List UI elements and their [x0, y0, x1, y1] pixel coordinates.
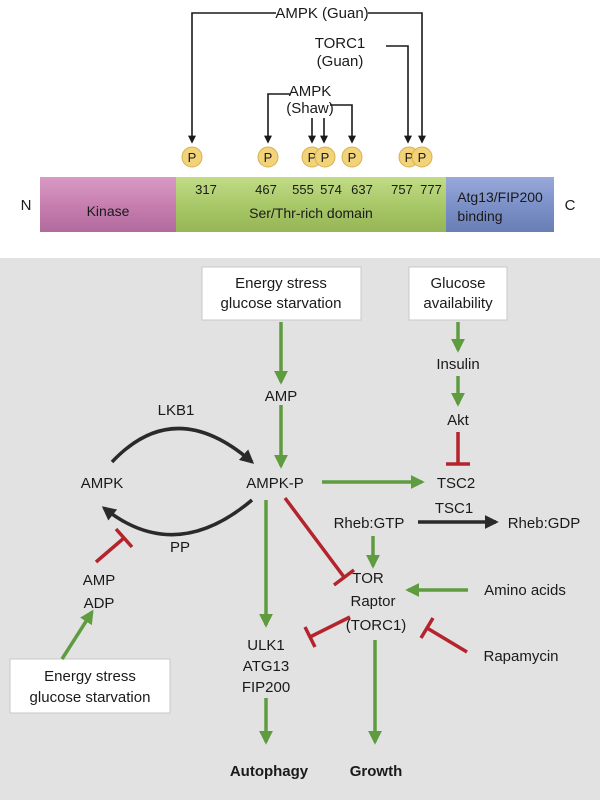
tsc2-label: TSC2: [437, 475, 475, 492]
ser-thr-domain-label: Ser/Thr-rich domain: [249, 205, 373, 221]
insulin-label: Insulin: [436, 356, 479, 373]
rheb-gtp-label: Rheb:GTP: [334, 515, 405, 532]
n-terminus-label: N: [21, 197, 32, 214]
amino-acids-label: Amino acids: [484, 582, 566, 599]
glucose-availability-box: [408, 266, 508, 321]
kinase-domain-label: Kinase: [87, 203, 130, 219]
tor-label: TOR: [352, 570, 384, 587]
rapamycin-inhibits-torc1: [419, 617, 468, 654]
kinase-domain: [40, 177, 176, 232]
atg13-label: ATG13: [243, 658, 289, 675]
phospho-site-777: P: [411, 146, 433, 168]
amp-adp-inhibits-pp: [94, 527, 134, 564]
ser-thr-rich-domain: [176, 177, 446, 232]
energy-bottom-to-amp-arrow: [60, 609, 94, 660]
phospho-label: P: [348, 150, 357, 165]
site-number: 637: [351, 182, 373, 197]
fip200-label: FIP200: [242, 679, 290, 696]
protein-domain-panel: AMPK (Guan) TORC1 (Guan) AMPK (Shaw) P P…: [21, 5, 576, 232]
torc1-guan-label-line1: TORC1: [315, 35, 366, 52]
phospho-label: P: [188, 150, 197, 165]
pp-arc-arrow: [101, 498, 254, 537]
phospho-label: P: [405, 150, 414, 165]
phospho-site-574: P: [314, 146, 336, 168]
energy-stress-top-line1: Energy stress: [235, 275, 327, 292]
torc1-guan-connector: [386, 45, 412, 144]
autophagy-label: Autophagy: [230, 763, 309, 780]
pp-label: PP: [170, 539, 190, 556]
binding-domain-label-line2: binding: [457, 208, 502, 224]
atg13-fip200-binding-domain: [446, 177, 554, 232]
site-number: 317: [195, 182, 217, 197]
c-terminus-label: C: [565, 197, 576, 214]
torc1-label: (TORC1): [346, 617, 407, 634]
akt-inhibits-tsc2: [446, 432, 470, 466]
ampk-guan-connectors: [188, 12, 426, 144]
lkb1-arc-arrow: [110, 426, 255, 464]
ampk-label: AMPK: [81, 475, 124, 492]
phospho-label: P: [308, 150, 317, 165]
site-number: 574: [320, 182, 342, 197]
raptor-label: Raptor: [350, 593, 395, 610]
ampk-shaw-label-line2: (Shaw): [286, 100, 334, 117]
amp-label: AMP: [265, 388, 298, 405]
glucose-availability-line2: availability: [423, 295, 493, 312]
phospho-site-637: P: [341, 146, 363, 168]
energy-stress-top-box: [201, 266, 362, 321]
amp-left-label: AMP: [83, 572, 116, 589]
site-number: 555: [292, 182, 314, 197]
site-number: 467: [255, 182, 277, 197]
ampkp-inhibits-tor: [283, 496, 356, 587]
pathway-panel: Energy stress glucose starvation Glucose…: [0, 258, 600, 800]
binding-domain-label-line1: Atg13/FIP200: [457, 189, 543, 205]
akt-label: Akt: [447, 412, 470, 429]
rheb-gdp-label: Rheb:GDP: [508, 515, 581, 532]
energy-stress-bottom-line1: Energy stress: [44, 668, 136, 685]
activation-arrows: [60, 322, 468, 745]
adp-left-label: ADP: [84, 595, 115, 612]
energy-stress-top-line2: glucose starvation: [221, 295, 342, 312]
torc1-guan-label-line2: (Guan): [317, 53, 364, 70]
inhibition-lines: [94, 432, 470, 654]
energy-stress-bottom-box: [9, 658, 171, 714]
torc1-inhibits-ulk1: [303, 615, 351, 648]
phospho-site-467: P: [257, 146, 279, 168]
phospho-site-317: P: [181, 146, 203, 168]
ampk-guan-label: AMPK (Guan): [275, 5, 368, 22]
phospho-label: P: [321, 150, 330, 165]
phospho-label: P: [418, 150, 427, 165]
ampk-p-label: AMPK-P: [246, 475, 304, 492]
black-arrows: [101, 426, 499, 537]
lkb1-label: LKB1: [158, 402, 195, 419]
tsc1-label: TSC1: [435, 500, 473, 517]
ampk-shaw-label-line1: AMPK: [289, 83, 332, 100]
glucose-availability-line1: Glucose: [430, 275, 485, 292]
phospho-label: P: [264, 150, 273, 165]
rapamycin-label: Rapamycin: [483, 648, 558, 665]
ulk1-label: ULK1: [247, 637, 285, 654]
site-number: 777: [420, 182, 442, 197]
growth-label: Growth: [350, 763, 403, 780]
site-number: 757: [391, 182, 413, 197]
energy-stress-bottom-line2: glucose starvation: [30, 689, 151, 706]
ampk-shaw-connectors: [264, 93, 356, 144]
